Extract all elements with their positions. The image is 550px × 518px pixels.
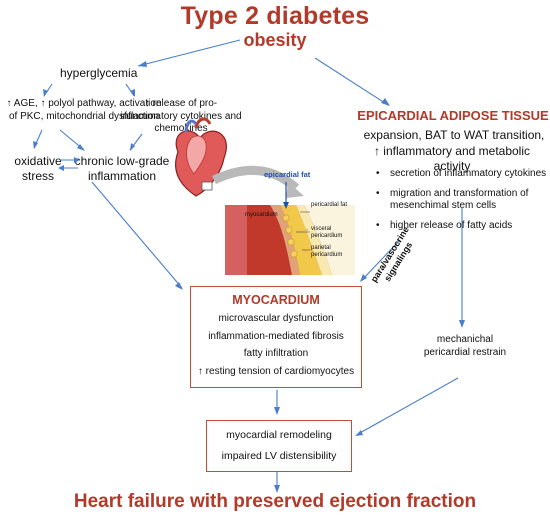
visceral-pericardium-label: visceral pericardium bbox=[311, 226, 343, 239]
eat-bullet-1: secretion of inflammatory cytokines bbox=[376, 168, 548, 181]
eat-bullet-list: secretion of inflammatory cytokines migr… bbox=[376, 168, 548, 232]
outcome-title: Heart failure with preserved ejection fr… bbox=[73, 491, 477, 512]
cross-section-image bbox=[225, 182, 355, 275]
myocardium-heading: MYOCARDIUM bbox=[232, 293, 320, 307]
parietal-pericardium-label: parietal pericardium bbox=[311, 245, 343, 258]
cytokine-release-text: ↑ release of pro-inflammatory cytokines … bbox=[120, 98, 242, 134]
remodeling-line-1: myocardial remodeling bbox=[226, 429, 332, 441]
myocardium-box: MYOCARDIUM microvascular dysfunction inf… bbox=[190, 286, 362, 388]
myocardium-item-4: ↑ resting tension of cardiomyocytes bbox=[197, 365, 355, 377]
hyperglycemia-label: hyperglycemia bbox=[60, 66, 138, 80]
pericardial-fat-label: pericardial fat bbox=[311, 202, 348, 208]
remodeling-box: myocardial remodeling impaired LV disten… bbox=[206, 420, 352, 472]
myocardium-item-3: fatty infiltration bbox=[243, 348, 309, 359]
eat-line-1: expansion, BAT to WAT transition, bbox=[363, 128, 545, 142]
myocardium-item-1: microvascular dysfunction bbox=[218, 313, 334, 324]
oxidative-stress-label: oxidative stress bbox=[14, 154, 62, 183]
eat-bullet-3: higher release of fatty acids bbox=[376, 220, 548, 233]
eat-heading: EPICARDIAL ADIPOSE TISSUE bbox=[357, 108, 549, 123]
myocardium-label: myocardium bbox=[245, 212, 278, 218]
diagram-subtitle: obesity bbox=[243, 30, 307, 50]
diagram-title: Type 2 diabetes bbox=[180, 2, 370, 30]
epicardial-fat-label: epicardial fat bbox=[264, 170, 311, 179]
remodeling-line-2: impaired LV distensibility bbox=[221, 450, 337, 462]
heart-icon bbox=[175, 117, 227, 197]
chronic-inflammation-label: chronic low-grade inflammation bbox=[74, 154, 170, 183]
eat-bullet-2: migration and transformation of mesenchi… bbox=[376, 188, 548, 213]
mechanical-restrain-label: mechanichal pericardial restrain bbox=[423, 334, 507, 358]
hyperglycemia-effects: ↑ AGE, ↑ polyol pathway, activation of P… bbox=[6, 98, 162, 122]
myocardium-item-2: inflammation-mediated fibrosis bbox=[208, 330, 344, 342]
